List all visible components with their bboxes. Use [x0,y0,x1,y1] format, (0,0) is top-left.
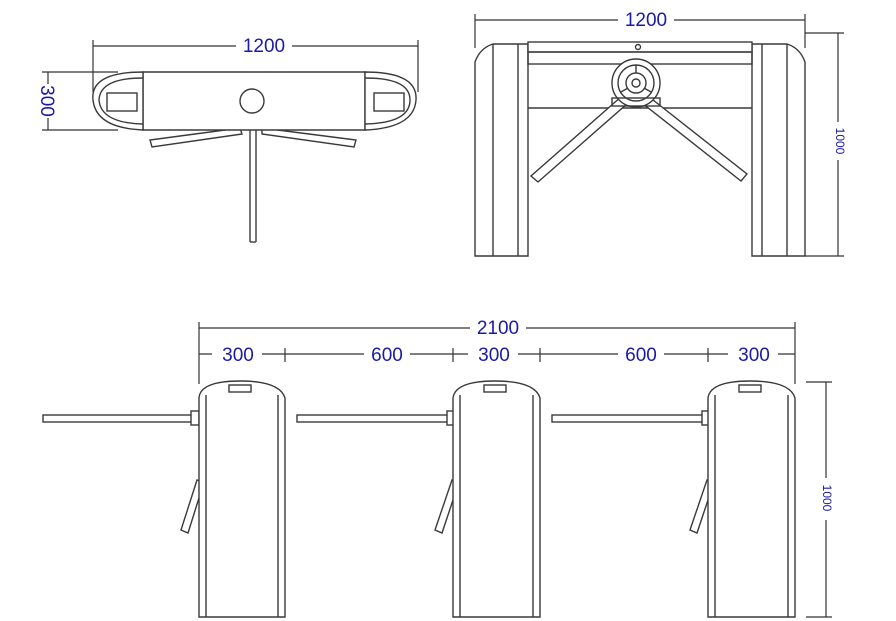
side-view-segment-dimensions: 300 600 300 600 300 [199,344,795,366]
top-view: 1200 300 [36,36,419,243]
top-view-depth-dimension: 300 [36,71,118,131]
segment-2-label: 600 [371,345,403,366]
top-view-depth-label: 300 [36,85,57,117]
side-view-total-dimension: 2100 [198,318,796,384]
segment-1-label: 300 [222,345,254,366]
side-view-total-label: 2100 [477,318,519,339]
side-view-height-dimension: 1000 [806,381,834,618]
front-view-height-dimension: 1000 [805,32,847,257]
front-rotor [611,58,661,108]
turnstile-unit-2 [296,380,541,618]
front-view-height-label: 1000 [833,128,847,155]
left-reader-panel [106,92,138,112]
side-view: 2100 300 600 300 600 300 1000 [42,318,834,618]
rotor-hub [239,88,265,114]
segment-4-label: 600 [625,345,657,366]
front-view-width-dimension: 1200 [474,10,806,48]
front-view-width-label: 1200 [625,10,667,31]
turnstile-unit-3 [551,380,796,618]
segment-3-label: 300 [478,345,510,366]
right-reader-panel [373,92,405,112]
top-view-width-label: 1200 [243,36,285,57]
side-view-height-label: 1000 [820,485,834,512]
segment-5-label: 300 [738,345,770,366]
front-view: 1200 1000 [474,10,847,257]
top-view-width-dimension: 1200 [92,36,419,92]
turnstile-unit-1 [42,380,286,618]
